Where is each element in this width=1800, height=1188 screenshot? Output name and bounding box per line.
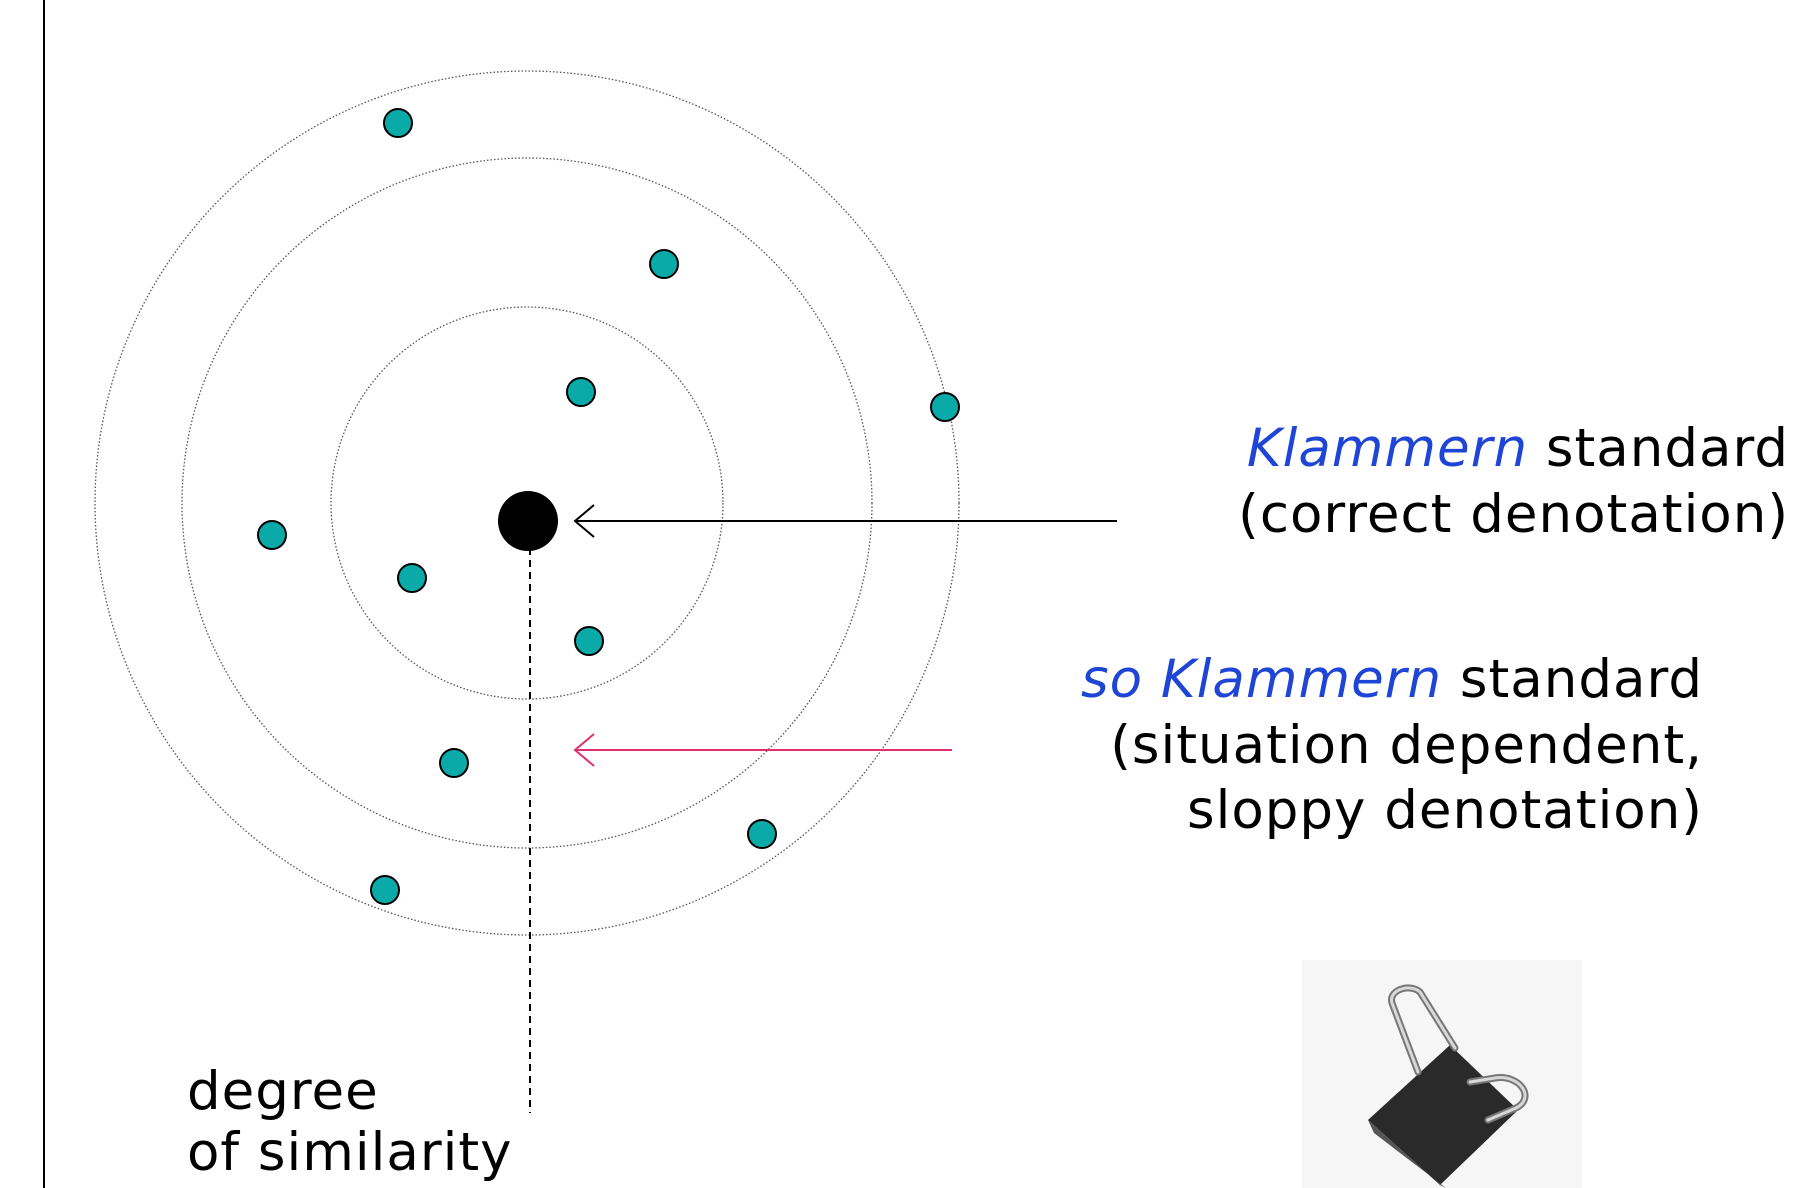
so-klammern-term: so Klammern xyxy=(1080,649,1443,710)
outer-ring xyxy=(94,70,960,936)
instance-dot xyxy=(747,819,777,849)
instance-dot xyxy=(257,520,287,550)
binder-clip-image xyxy=(1302,960,1582,1188)
instance-dot xyxy=(566,377,596,407)
degree-line1: degree xyxy=(187,1061,379,1122)
correct-denotation-arrow xyxy=(573,504,1117,538)
center-point xyxy=(498,491,558,551)
degree-line2: of similarity xyxy=(187,1121,513,1183)
sloppy-denotation-arrow xyxy=(573,733,952,767)
instance-dot xyxy=(370,875,400,905)
sloppy-denotation-line3: sloppy denotation) xyxy=(1187,780,1703,842)
instance-dot xyxy=(649,249,679,279)
instance-dot xyxy=(397,563,427,593)
middle-ring xyxy=(181,157,873,849)
correct-denotation-line2: (correct denotation) xyxy=(1238,483,1789,545)
sloppy-denotation-line2: (situation dependent, xyxy=(1110,714,1703,776)
inner-ring xyxy=(330,306,724,700)
standard-word: standard xyxy=(1528,418,1789,479)
correct-denotation-line1: Klammern standard xyxy=(1238,416,1789,482)
instance-dots xyxy=(257,108,960,905)
instance-dot xyxy=(439,748,469,778)
instance-dot xyxy=(574,626,604,656)
correct-denotation-label: Klammern standard (correct denotation) xyxy=(1238,416,1789,547)
instance-dot xyxy=(383,108,413,138)
similarity-rings xyxy=(94,70,960,936)
sloppy-denotation-line1: so Klammern standard xyxy=(1081,647,1703,713)
degree-of-similarity-label: degree of similarity xyxy=(187,1061,513,1184)
instance-dot xyxy=(930,392,960,422)
sloppy-denotation-label: so Klammern standard (situation dependen… xyxy=(1081,647,1703,844)
standard-word: standard xyxy=(1442,649,1703,710)
klammern-term: Klammern xyxy=(1246,418,1529,479)
